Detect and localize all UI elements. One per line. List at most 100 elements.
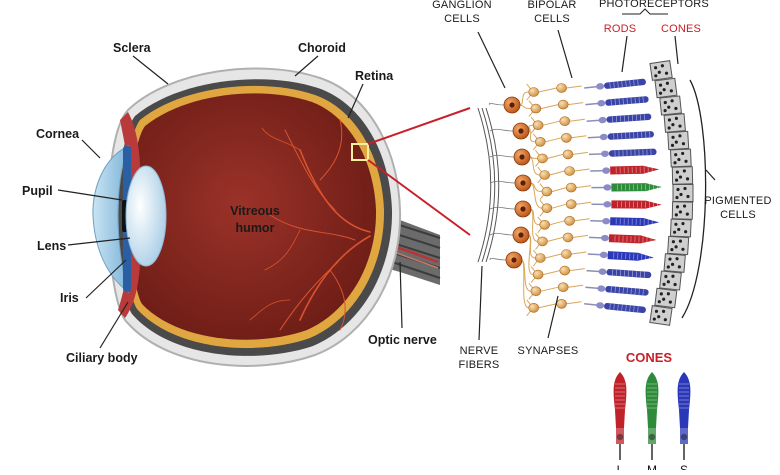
- photoreceptor-nucleus: [603, 184, 611, 190]
- label-ganglion-2: CELLS: [444, 13, 480, 25]
- dendrite: [519, 105, 531, 109]
- disc-stripe: [615, 287, 616, 293]
- disc-stripe: [627, 288, 628, 294]
- bipolar-cell: [533, 121, 543, 130]
- label-iris: Iris: [60, 291, 79, 305]
- bipolar-cell: [531, 104, 541, 113]
- cone-outer-segment: [611, 183, 661, 191]
- bipolar-cell: [533, 270, 543, 279]
- bipolar-cell: [565, 167, 575, 176]
- dendrite: [543, 271, 560, 275]
- bipolar-cell: [565, 216, 575, 225]
- label-nerve-2: FIBERS: [459, 359, 500, 371]
- zoom-line-top: [368, 108, 470, 144]
- pigmented-cell: [668, 131, 689, 149]
- cone-legend-nucleus: [617, 434, 623, 440]
- label-vitreous-1: Vitreous: [230, 204, 280, 218]
- disc-stripe: [619, 287, 620, 293]
- bipolar-cell: [538, 154, 548, 163]
- bipolar-cell: [558, 100, 568, 109]
- cone-legend-label: M: [647, 463, 657, 470]
- dendrite: [573, 152, 588, 154]
- dendrite: [545, 254, 561, 258]
- label-pigmented-1: PIGMENTED: [704, 195, 771, 207]
- pigmented-cell: [655, 78, 677, 97]
- photoreceptor-nucleus: [601, 235, 609, 242]
- cone-outer-segment: [609, 234, 657, 244]
- photoreceptor: [588, 131, 654, 141]
- dendrite: [550, 221, 565, 225]
- photoreceptor: [585, 96, 649, 108]
- photoreceptor: [590, 165, 659, 175]
- photoreceptor: [591, 200, 661, 209]
- ganglion-nucleus: [509, 102, 514, 107]
- pigment-granule: [676, 188, 679, 191]
- pigmented-cell: [655, 288, 677, 307]
- bipolar-cell: [535, 137, 545, 146]
- disc-stripe: [615, 99, 616, 105]
- label-photoreceptors: PHOTORECEPTORS: [599, 0, 709, 10]
- label-rods: RODS: [604, 23, 637, 35]
- photoreceptor: [589, 149, 657, 158]
- cone-outer-segment: [611, 200, 661, 208]
- photoreceptor-nucleus: [602, 167, 610, 174]
- bipolar-cell: [558, 283, 568, 292]
- photoreceptor-nucleus: [600, 134, 608, 141]
- bipolar-cell: [535, 254, 545, 263]
- label-retina: Retina: [355, 69, 394, 83]
- cone-outer-segment: [608, 251, 655, 262]
- ganglion-axon: [490, 258, 506, 260]
- dendrite: [568, 285, 583, 287]
- pigmented-cell-body: [672, 202, 692, 219]
- dendrite: [545, 138, 561, 142]
- pigmented-cell-body: [664, 254, 685, 273]
- disc-stripe: [635, 97, 636, 103]
- disc-stripe: [639, 97, 640, 103]
- photoreceptor: [584, 78, 646, 91]
- pigmented-cell: [664, 254, 685, 273]
- disc-stripe: [623, 98, 624, 104]
- ganglion-axon: [490, 155, 514, 157]
- dendrite: [570, 269, 585, 271]
- dendrite: [519, 92, 529, 105]
- photoreceptor-nucleus: [596, 302, 605, 309]
- bipolar-cell: [566, 200, 576, 209]
- pigment-granule: [679, 193, 682, 196]
- photoreceptor-nucleus: [600, 251, 608, 258]
- disc-stripe: [635, 289, 636, 295]
- label-ciliary-body: Ciliary body: [66, 351, 138, 365]
- label-nerve-1: NERVE: [460, 345, 499, 357]
- dendrite: [571, 252, 586, 254]
- bipolar-cell: [542, 187, 552, 196]
- bipolar-cell: [563, 233, 573, 242]
- pigmented-cell-body: [672, 167, 692, 184]
- pigmented-cell-body: [670, 149, 691, 167]
- label-vitreous-2: humor: [236, 221, 275, 235]
- label-sclera: Sclera: [113, 41, 152, 55]
- bipolar-cell: [542, 204, 552, 213]
- pigmented-cell-body: [650, 306, 672, 326]
- dendrite: [573, 235, 588, 237]
- bipolar-cell: [563, 150, 573, 159]
- pigment-granule: [686, 195, 689, 198]
- label-ganglion-1: GANGLION: [432, 0, 492, 11]
- rod-outer-segment: [608, 131, 654, 140]
- disc-stripe: [611, 99, 612, 105]
- pigmented-cell: [672, 202, 692, 219]
- photoreceptor-nucleus: [596, 83, 605, 90]
- ganglion-nucleus: [520, 206, 525, 211]
- dendrite: [550, 171, 565, 175]
- rod-outer-segment: [609, 149, 657, 157]
- ganglion-axon: [490, 181, 515, 183]
- nerve-fiber-layer: [478, 108, 499, 262]
- pigmented-cell-body: [655, 288, 677, 307]
- disc-stripe: [639, 289, 640, 295]
- photoreceptor: [590, 217, 659, 227]
- photoreceptor: [588, 250, 655, 262]
- ganglion-axon: [490, 103, 504, 105]
- photoreceptor-cells: [584, 78, 662, 313]
- label-pigmented-2: CELLS: [720, 209, 756, 221]
- dendrite: [568, 103, 583, 105]
- photoreceptor-nucleus: [598, 117, 606, 124]
